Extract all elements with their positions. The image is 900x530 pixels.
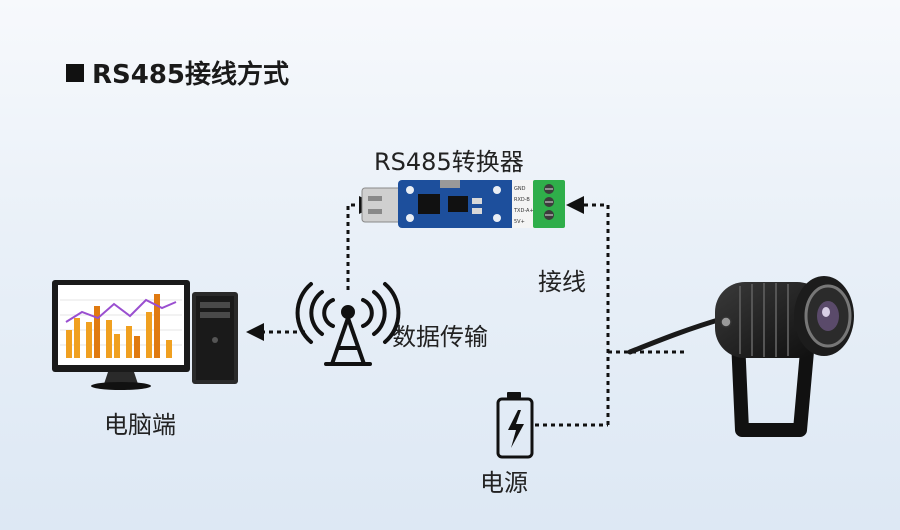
heading-square-icon bbox=[66, 63, 84, 82]
pin-label-rxd: RXD-B bbox=[514, 197, 530, 203]
section-heading: RS485接线方式 bbox=[66, 54, 289, 91]
power-label: 电源 bbox=[480, 469, 528, 497]
computer-label: 电脑端 bbox=[104, 411, 176, 439]
spotlight-lamp-icon bbox=[627, 276, 854, 437]
wireless-label: 数据传输 bbox=[392, 323, 488, 351]
pin-label-gnd: GND bbox=[514, 186, 526, 192]
antenna-icon bbox=[295, 282, 401, 366]
wireless-to-converter-line bbox=[346, 196, 377, 290]
rs485-converter: GND RXD-B TXD-A+ 5V+ bbox=[361, 180, 565, 228]
heading-title: RS485接线方式 bbox=[92, 60, 290, 90]
connections bbox=[246, 196, 685, 427]
converter-label: RS485转换器 bbox=[374, 148, 524, 176]
pin-label-txd: TXD-A+ bbox=[513, 208, 534, 214]
battery-icon bbox=[496, 392, 534, 459]
pin-label-5v: 5V+ bbox=[514, 219, 525, 225]
wiring-to-converter-line bbox=[566, 196, 610, 425]
computer-icon bbox=[52, 280, 238, 390]
wiring-label: 接线 bbox=[538, 268, 586, 296]
